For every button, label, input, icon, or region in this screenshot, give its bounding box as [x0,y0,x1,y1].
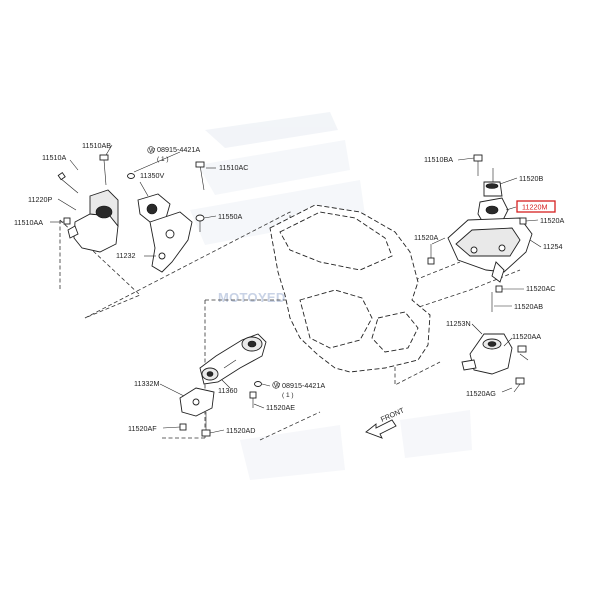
label-08915-bottom-qty: ( 1 ) [282,392,294,399]
front-direction-arrow [365,419,397,439]
bracket-11232 [149,211,193,273]
label-11332M: 11332M [134,379,159,388]
label-11520AD: 11520AD [226,426,255,435]
label-08915-bottom: 08915-4421A [282,381,325,390]
label-08915-top: 08915-4421A [157,145,200,154]
watermark-logo [190,112,472,480]
stud-11520AC [495,285,503,293]
label-11520AE: 11520AE [266,403,295,412]
label-08915-top-qty: ( 1 ) [157,156,169,163]
label-11520AC: 11520AC [526,284,555,293]
bolt-11510AA [63,217,71,225]
engine-block-outline [269,204,431,373]
bracket-11254 [447,217,533,283]
bolt-11520A-left [427,244,435,265]
part-labels: 11510A 11510AB W 08915-4421A ( 1 ) 11510… [14,141,564,435]
lower-torque-rod [179,333,267,437]
label-11520B: 11520B [519,174,543,183]
bolt-11510A [57,172,79,194]
label-11220P: 11220P [28,195,52,204]
label-11550A: 11550A [218,212,242,221]
label-11350V: 11350V [140,171,164,180]
leader-lines [50,144,542,434]
circled-w-icon-bottom [272,381,280,389]
label-11520A-right: 11520A [540,216,564,225]
label-11254: 11254 [543,242,562,251]
washer-08915-bottom [254,381,262,387]
label-11510AA: 11510AA [14,218,43,227]
label-11360: 11360 [218,386,237,395]
bolt-11520AA [517,345,529,361]
label-11520A-left: 11520A [414,233,438,242]
right-lower-mount [461,333,529,393]
mount-11220P [67,189,119,253]
label-11510AC: 11510AC [219,163,248,172]
label-11253N: 11253N [446,319,471,328]
label-11520AB: 11520AB [514,302,543,311]
label-11232: 11232 [116,251,135,260]
label-11520AG: 11520AG [466,389,496,398]
bolt-11520AE [249,391,257,408]
bolt-11520AF [179,423,187,431]
bushing-11520B [483,168,503,197]
right-upper-mount [427,154,533,312]
mount-11253N [461,333,513,375]
torque-rod-11360 [199,333,267,385]
bushing-11350V [137,193,171,223]
bolt-11510AB [99,154,109,186]
label-11520AA: 11520AA [512,332,541,341]
highlight-box-11220M [516,200,556,213]
label-11510A: 11510A [42,153,66,162]
washer-08915-top [127,173,135,179]
bolt-11520AG [513,377,525,393]
circled-w-letter-bottom: W [274,382,281,389]
bolt-11520AD [201,412,211,437]
label-11520AF: 11520AF [128,424,157,433]
label-11510AB: 11510AB [82,141,111,150]
circled-w-icon [147,146,155,154]
bolt-11510AC [195,161,205,191]
bolt-11520A-right [519,217,527,225]
bracket-11332M [179,387,215,417]
label-11220M[interactable]: 11220M [522,203,547,212]
circled-w-letter: W [149,147,156,154]
label-11510BA: 11510BA [424,155,453,164]
left-upper-mount [57,154,205,273]
bolt-11510BA [473,154,483,176]
